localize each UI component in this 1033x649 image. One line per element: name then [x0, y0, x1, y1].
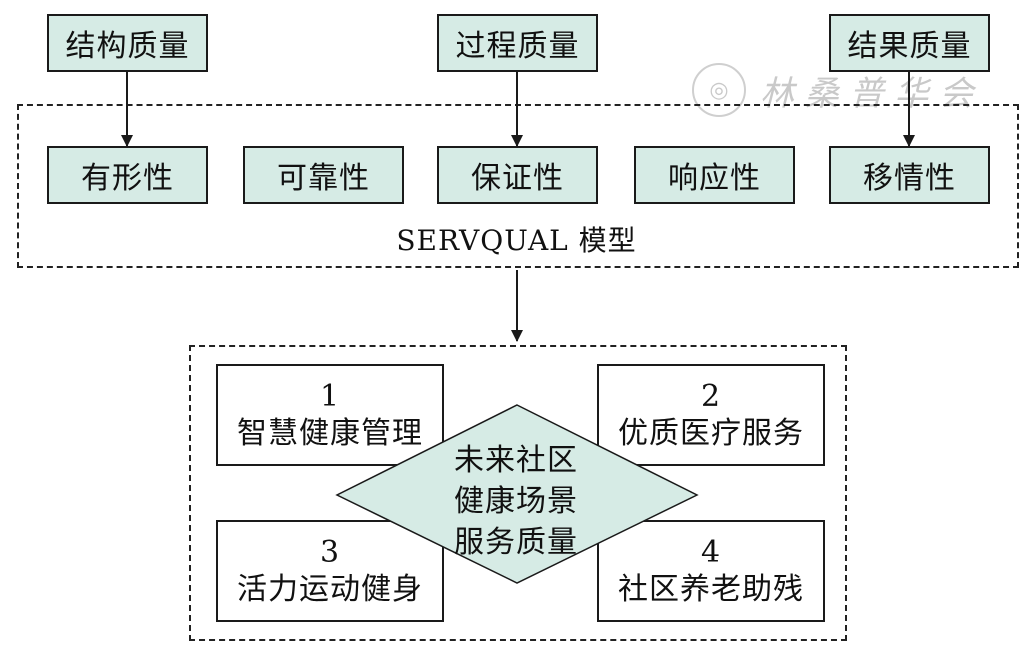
center-diamond — [335, 404, 699, 584]
scenario-label: 智慧健康管理 — [237, 416, 423, 451]
scenario-container — [189, 345, 847, 641]
dimension-label: 保证性 — [471, 161, 564, 196]
watermark: ◎ 林 桑 普 华 会 — [692, 60, 1012, 120]
center-line-3: 服务质量 — [454, 525, 578, 560]
dimension-empathy-box: 移情性 — [829, 146, 990, 204]
dimension-label: 响应性 — [668, 161, 761, 196]
scenario-box-2: 2 优质医疗服务 — [597, 364, 825, 466]
scenario-number: 2 — [700, 378, 722, 414]
result-quality-box: 结果质量 — [829, 14, 990, 72]
dimension-reliability-box: 可靠性 — [243, 146, 404, 204]
dimension-responsiveness-box: 响应性 — [634, 146, 795, 204]
dimension-tangibility-box: 有形性 — [47, 146, 208, 204]
process-quality-label: 过程质量 — [455, 29, 580, 64]
dimension-label: 有形性 — [81, 161, 174, 196]
watermark-text: 林 桑 普 华 会 — [760, 73, 974, 114]
scenario-label: 社区养老助残 — [618, 572, 804, 607]
center-line-2: 健康场景 — [454, 484, 578, 519]
scenario-box-3: 3 活力运动健身 — [216, 520, 444, 622]
center-line-1: 未来社区 — [454, 443, 578, 478]
center-label: 未来社区 健康场景 服务质量 — [416, 440, 616, 563]
scenario-label: 活力运动健身 — [237, 572, 423, 607]
scenario-number: 1 — [319, 378, 341, 414]
model-label: SERVQUAL 模型 — [396, 224, 637, 257]
scenario-number: 4 — [700, 534, 722, 570]
scenario-number: 3 — [319, 534, 341, 570]
scenario-box-4: 4 社区养老助残 — [597, 520, 825, 622]
structure-quality-box: 结构质量 — [47, 14, 208, 72]
scenario-box-1: 1 智慧健康管理 — [216, 364, 444, 466]
structure-quality-label: 结构质量 — [65, 29, 190, 64]
dimension-label: 移情性 — [863, 161, 956, 196]
scenario-label: 优质医疗服务 — [618, 416, 804, 451]
watermark-seal-icon: ◎ — [692, 63, 746, 117]
result-quality-label: 结果质量 — [847, 29, 972, 64]
dimension-assurance-box: 保证性 — [437, 146, 598, 204]
process-quality-box: 过程质量 — [437, 14, 598, 72]
dimension-label: 可靠性 — [277, 161, 370, 196]
